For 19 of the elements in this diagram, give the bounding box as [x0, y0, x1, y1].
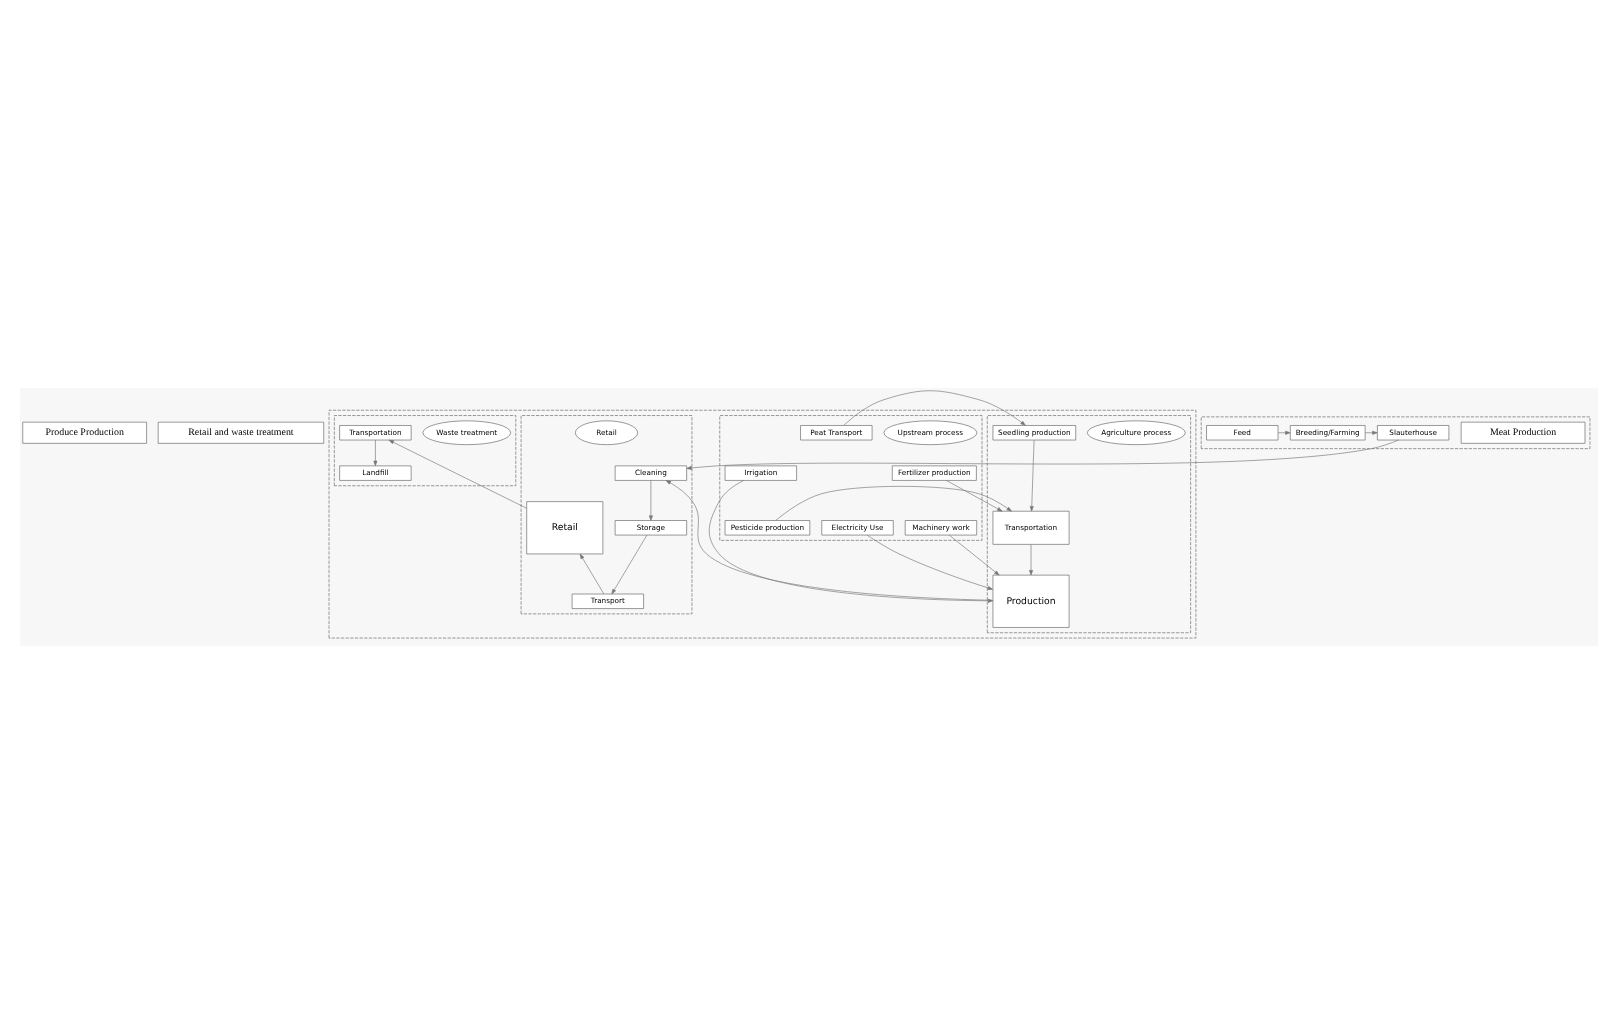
- arrow: [843, 390, 1026, 426]
- arrow: [946, 480, 1003, 512]
- arrow: [648, 480, 653, 521]
- arrow: [775, 486, 1012, 521]
- arrow: [948, 534, 1000, 576]
- arrow: [1029, 544, 1033, 576]
- arrow: [611, 534, 648, 595]
- cluster: [334, 415, 517, 487]
- arrow: [866, 534, 994, 590]
- arrow: [373, 439, 378, 467]
- arrow: [579, 553, 605, 595]
- arrow: [1029, 439, 1035, 512]
- arrow: [1277, 430, 1291, 435]
- cluster: [719, 415, 983, 541]
- cluster: [328, 409, 1197, 639]
- arrow: [1364, 430, 1378, 435]
- arrow: [388, 439, 527, 509]
- cluster: [1200, 416, 1591, 449]
- arrow: [686, 439, 1399, 470]
